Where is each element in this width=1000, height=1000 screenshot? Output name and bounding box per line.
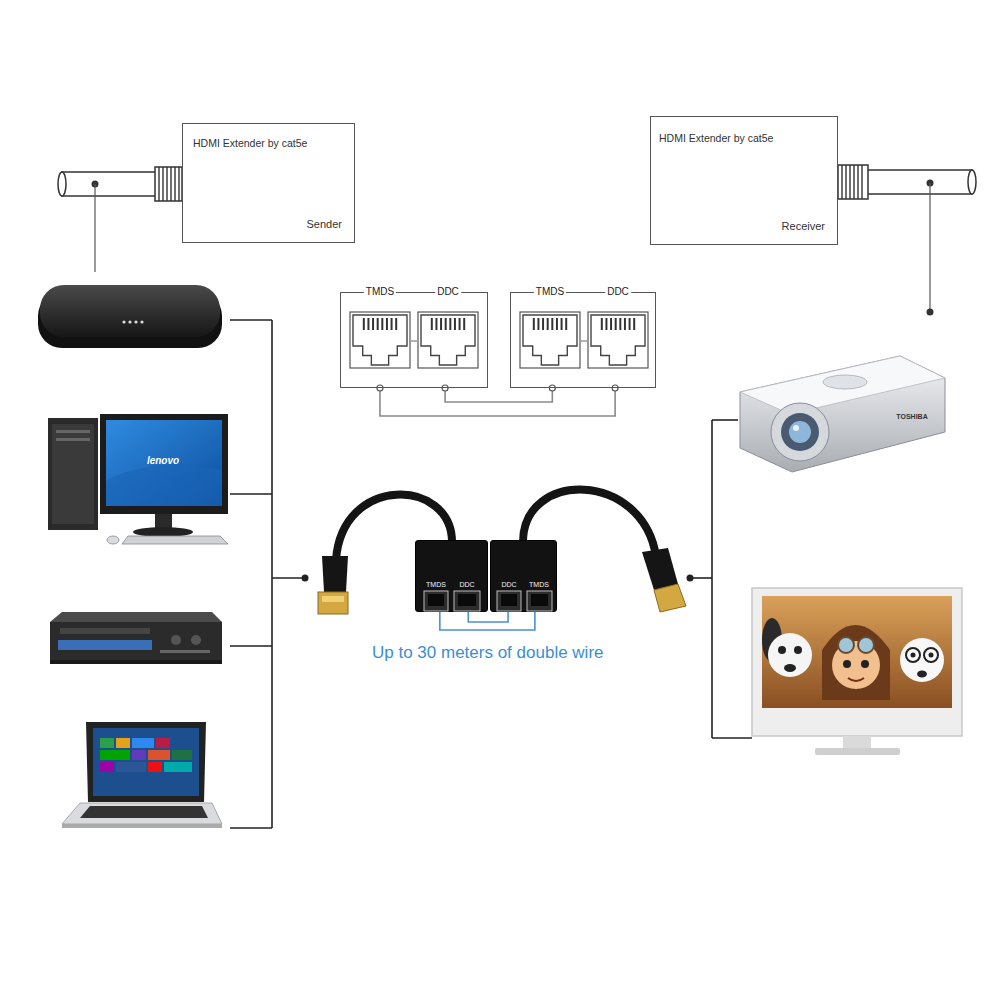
terminal-dot — [377, 385, 383, 391]
sender-cable — [58, 167, 182, 272]
brand-logo: lenovo — [147, 455, 179, 466]
wire-line — [380, 388, 615, 416]
role-label: Receiver — [782, 220, 825, 232]
port-panel: TMDSDDC — [340, 292, 488, 388]
node-art — [341, 293, 489, 389]
port-label: DDC — [435, 286, 461, 297]
terminal-dot — [442, 385, 448, 391]
display-bracket — [690, 420, 752, 738]
device-title: HDMI Extender by cat5e — [193, 138, 307, 150]
terminal-dot — [612, 385, 618, 391]
extender-cables — [318, 490, 686, 614]
distance-note: Up to 30 meters of double wire — [372, 644, 604, 663]
port-label: TMDS — [426, 581, 446, 589]
set-top-box — [38, 285, 222, 348]
source-bracket — [230, 320, 305, 828]
junction-dot — [302, 575, 309, 582]
sender-box: HDMI Extender by cat5eSender — [182, 123, 355, 243]
receiver-box: HDMI Extender by cat5eReceiver — [650, 116, 838, 245]
tv-monitor — [752, 588, 962, 755]
brand-logo: TOSHIBA — [896, 413, 927, 421]
node-art — [491, 541, 558, 613]
port-label: TMDS — [364, 286, 396, 297]
node-art — [511, 293, 657, 389]
port-label: DDC — [605, 286, 631, 297]
terminal-dot — [549, 385, 555, 391]
port-label: TMDS — [534, 286, 566, 297]
port-label: TMDS — [529, 581, 549, 589]
receiver-cable — [838, 165, 976, 316]
wire-line — [445, 388, 552, 402]
port-label: DDC — [501, 581, 516, 589]
laptop — [62, 722, 222, 828]
wire-line — [440, 612, 535, 630]
device-title: HDMI Extender by cat5e — [659, 133, 773, 145]
role-label: Sender — [307, 218, 342, 230]
wire-line — [468, 612, 508, 622]
port-label: DDC — [459, 581, 474, 589]
dvd-player — [50, 612, 222, 664]
node-art — [416, 541, 489, 613]
wire-connector — [377, 385, 618, 416]
extender-unit: DDC TMDS — [490, 540, 557, 612]
wire-connector — [468, 612, 508, 622]
extender-unit: TMDS DDC — [415, 540, 488, 612]
wire-connector — [440, 612, 535, 630]
port-panel: TMDSDDC — [510, 292, 656, 388]
desktop-pc — [48, 414, 228, 544]
junction-dot — [687, 575, 694, 582]
projector — [740, 356, 945, 472]
